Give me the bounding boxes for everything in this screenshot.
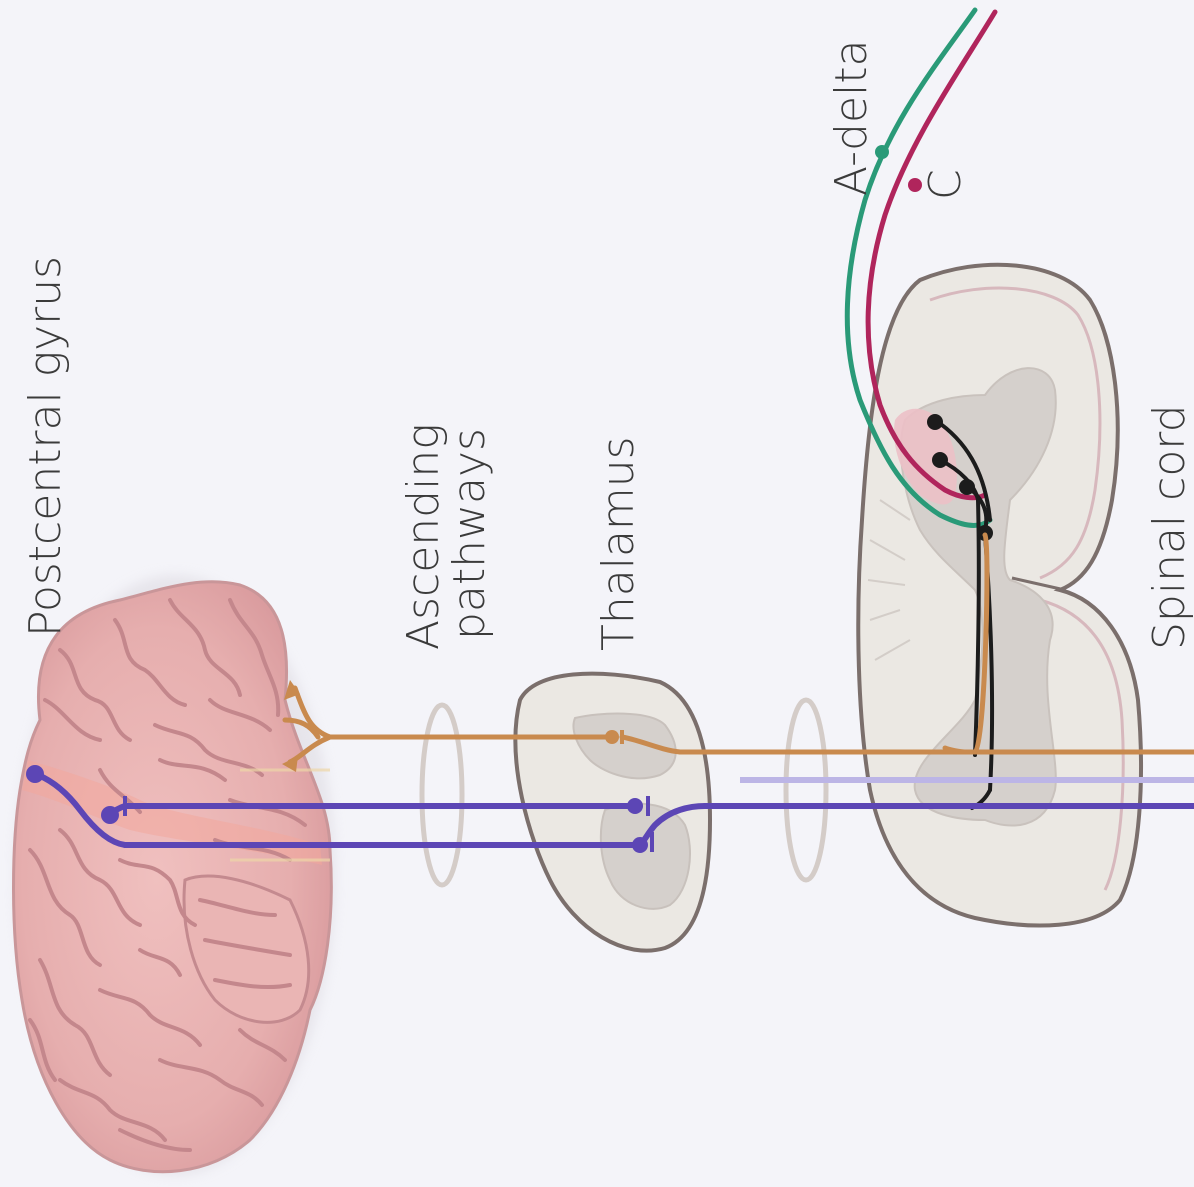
ascending-pathways-label-line1: Ascending: [400, 423, 448, 650]
postcentral-gyrus-label: Postcentral gyrus: [22, 256, 70, 637]
spinal-cord: [858, 265, 1141, 926]
ascending-pathways-ellipse-upper: [422, 705, 462, 885]
ascending-pathways-label-line2: pathways: [446, 428, 494, 640]
brain: [14, 575, 336, 1175]
ascending-pathways-ellipse-lower: [786, 700, 826, 880]
c-fiber-label: C: [922, 169, 970, 200]
thalamus-label: Thalamus: [595, 436, 643, 651]
a-delta-label: A-delta: [828, 40, 876, 196]
spinal-cord-label: Spinal cord: [1146, 404, 1194, 650]
